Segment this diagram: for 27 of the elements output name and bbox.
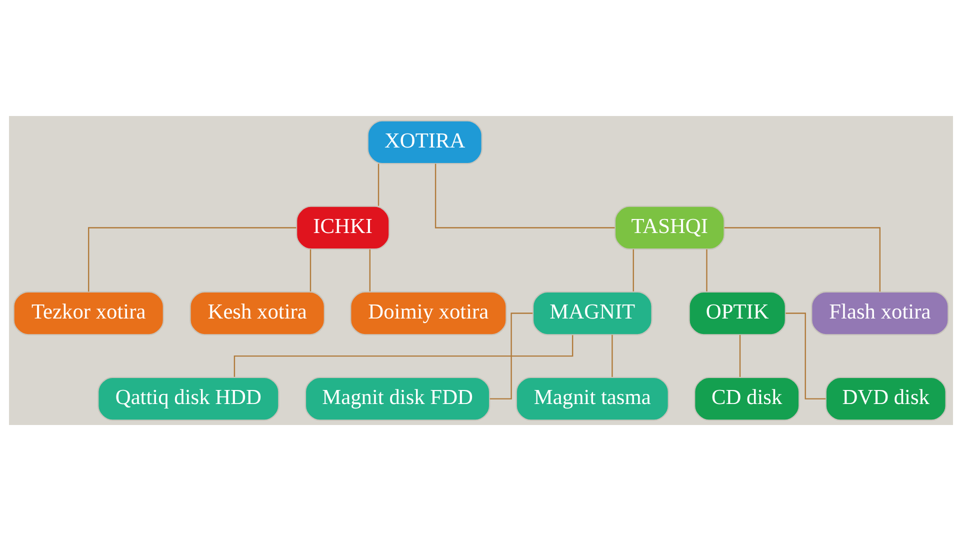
connector <box>233 334 573 376</box>
connector <box>738 334 740 376</box>
connector <box>434 163 614 228</box>
node-box: Kesh xotira <box>189 290 325 335</box>
node-box: ICHKI <box>295 205 390 250</box>
connector <box>785 312 826 399</box>
node-box: Flash xotira <box>810 290 948 335</box>
connector <box>489 312 532 399</box>
connector <box>611 334 612 376</box>
node-box: Magnit disk FDD <box>304 376 490 420</box>
connector <box>706 248 707 291</box>
node-box: Magnit tasma <box>515 376 669 420</box>
connector <box>632 248 634 291</box>
node-box: Doimiy xotira <box>350 290 506 335</box>
connector <box>88 226 296 292</box>
node-box: OPTIK <box>688 290 786 335</box>
node-box: Qattiq disk HDD <box>97 376 279 420</box>
node-box: XOTIRA <box>366 120 482 164</box>
connector <box>368 248 370 291</box>
node-box: Tezkor xotira <box>12 290 164 335</box>
connector <box>377 163 379 206</box>
node-box: CD disk <box>693 376 800 420</box>
connector <box>309 248 311 291</box>
node-box: TASHQI <box>614 205 724 250</box>
node-box: DVD disk <box>824 376 946 420</box>
connector <box>724 226 880 292</box>
node-box: MAGNIT <box>532 290 652 335</box>
